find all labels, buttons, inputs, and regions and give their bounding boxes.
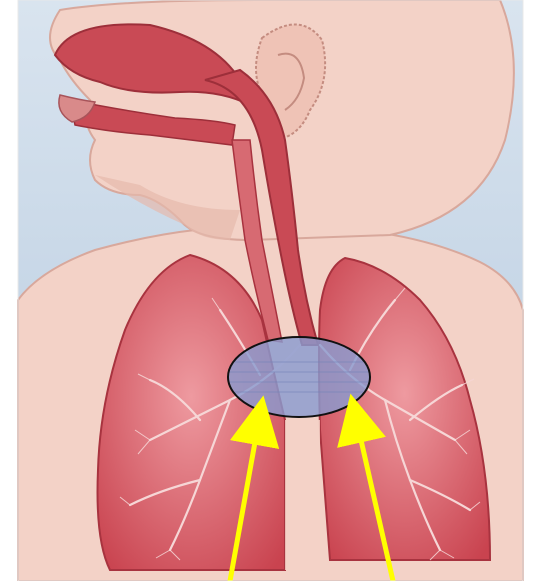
oval-highlight-icon	[228, 337, 370, 417]
mediastinum	[285, 420, 320, 570]
